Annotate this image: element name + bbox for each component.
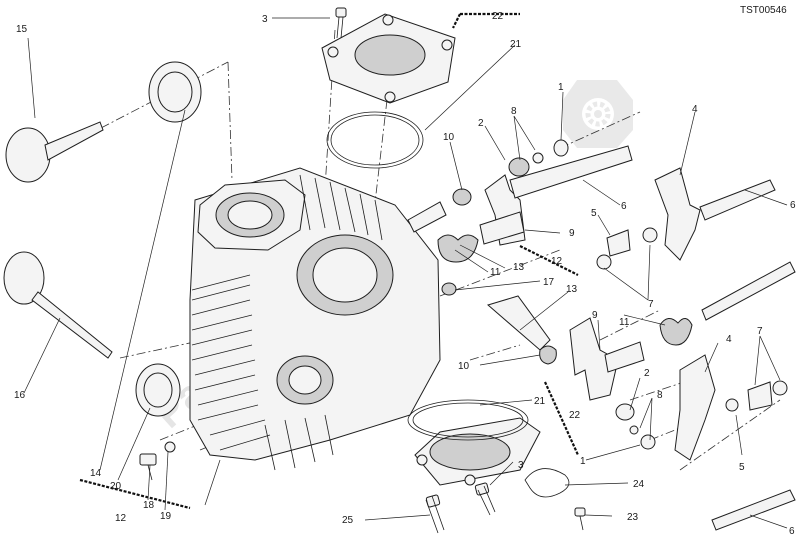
cooling-fins	[191, 174, 383, 451]
callout-2: 2	[478, 118, 484, 129]
callout-23: 23	[627, 512, 639, 523]
callout-21: 21	[534, 396, 546, 407]
callout-9: 9	[592, 310, 598, 321]
callout-6: 6	[789, 526, 795, 537]
callout-4: 4	[726, 334, 732, 345]
callout-21: 21	[510, 39, 522, 50]
callout-16: 16	[14, 390, 26, 401]
callout-14: 14	[90, 468, 102, 479]
callout-7: 7	[757, 326, 763, 337]
callout-8: 8	[511, 106, 517, 117]
callout-11: 11	[490, 267, 501, 278]
callout-13: 13	[566, 284, 578, 295]
rocker-assembly-lower	[486, 295, 796, 531]
callout-5: 5	[739, 462, 745, 473]
callout-2: 2	[644, 368, 650, 379]
callout-15: 15	[16, 24, 28, 35]
callout-18: 18	[143, 500, 155, 511]
callout-1: 1	[580, 456, 586, 467]
assembly-brackets	[79, 12, 580, 510]
fasteners	[425, 468, 586, 534]
callout-22: 22	[492, 11, 504, 22]
callout-24: 24	[633, 479, 645, 490]
callout-labels: 1 1 2 2 3 3 4 4 5 5 6 6 6 7 7 8 8 9 9 10…	[14, 11, 796, 537]
upper-valve-cover	[321, 7, 456, 169]
leader-lines	[23, 17, 788, 529]
callout-13: 13	[513, 262, 525, 273]
callout-5: 5	[591, 208, 597, 219]
callout-7: 7	[648, 299, 654, 310]
callout-10: 10	[458, 361, 470, 372]
callout-6: 6	[790, 200, 796, 211]
callout-4: 4	[692, 104, 698, 115]
callout-1: 1	[558, 82, 564, 93]
callout-17: 17	[543, 277, 555, 288]
callout-20: 20	[110, 481, 122, 492]
valve-seats	[135, 61, 202, 481]
rocker-assembly-upper	[407, 139, 796, 321]
callout-3: 3	[518, 460, 524, 471]
callout-3: 3	[262, 14, 268, 25]
valves	[3, 121, 113, 359]
callout-6: 6	[621, 201, 627, 212]
callout-19: 19	[160, 511, 172, 522]
callout-22: 22	[569, 410, 581, 421]
callout-25: 25	[342, 515, 354, 526]
callout-12: 12	[115, 513, 127, 524]
callout-12: 12	[551, 256, 563, 267]
callout-11: 11	[619, 317, 630, 328]
callout-9: 9	[569, 228, 575, 239]
callout-8: 8	[657, 390, 663, 401]
lower-valve-cover	[407, 399, 541, 486]
callout-10: 10	[443, 132, 455, 143]
cylinder-head	[189, 167, 441, 471]
gear-icon	[563, 80, 633, 148]
diagram-code: TST00546	[740, 5, 787, 16]
